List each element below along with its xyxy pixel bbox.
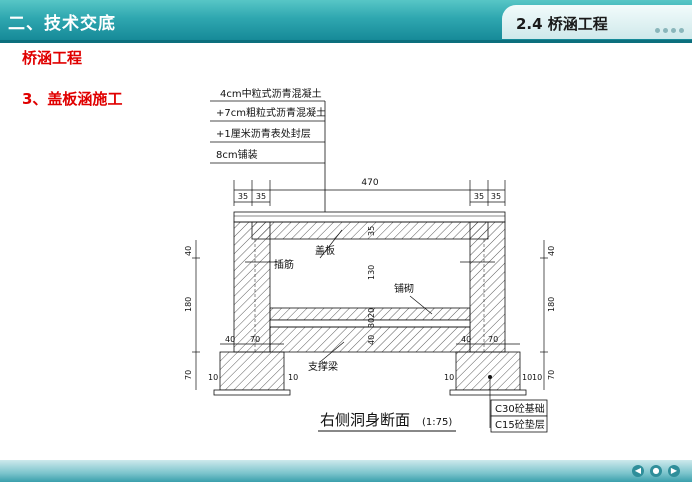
- diagram-scale: (1:75): [422, 417, 452, 428]
- section-title: 二、技术交底: [8, 14, 116, 34]
- svg-text:20: 20: [367, 308, 376, 318]
- layer-1-label: 4cm中粒式沥青混凝土: [220, 87, 322, 100]
- support-beam: [269, 326, 471, 353]
- svg-text:10: 10: [208, 373, 218, 382]
- step-title: 3、盖板涵施工: [22, 90, 123, 108]
- dots-decoration-icon: [652, 18, 684, 37]
- dowel-label: 插筋: [274, 258, 294, 271]
- svg-text:10: 10: [444, 373, 454, 382]
- right-foundation: [455, 351, 521, 391]
- prev-slide-icon[interactable]: ◀: [632, 465, 644, 477]
- chapter-title: 2.4 桥涵工程: [516, 15, 608, 33]
- svg-text:35: 35: [256, 192, 266, 201]
- svg-text:35: 35: [238, 192, 248, 201]
- road-surface-layer: [233, 211, 506, 223]
- svg-text:30: 30: [367, 318, 376, 328]
- diagram-caption: 右侧洞身断面: [320, 411, 410, 429]
- svg-text:70: 70: [547, 370, 556, 380]
- svg-text:70: 70: [184, 370, 193, 380]
- culvert-section-diagram: 4cm中粒式沥青混凝土 +7cm粗粒式沥青混凝土 +1厘米沥青表处封层 8cm铺…: [184, 87, 556, 433]
- dim-span-label: 470: [361, 178, 378, 188]
- layer-2-label: +7cm粗粒式沥青混凝土: [216, 106, 326, 119]
- material-c15-label: C15砼垫层: [495, 418, 545, 431]
- left-foundation: [219, 351, 285, 391]
- svg-text:40: 40: [225, 335, 235, 344]
- svg-text:180: 180: [184, 297, 193, 312]
- svg-text:35: 35: [367, 226, 376, 236]
- header-bar: 二、技术交底 2.4 桥涵工程: [0, 0, 692, 40]
- next-slide-icon[interactable]: ▶: [668, 465, 680, 477]
- page-subtitle: 桥涵工程: [22, 49, 83, 67]
- cover-slab-label: 盖板: [315, 244, 335, 257]
- svg-text:70: 70: [488, 335, 498, 344]
- right-abutment: [469, 221, 506, 353]
- svg-text:10: 10: [532, 373, 542, 382]
- svg-text:10: 10: [522, 373, 532, 382]
- svg-text:180: 180: [547, 297, 556, 312]
- paving-label: 铺砌: [394, 282, 414, 295]
- menu-icon[interactable]: ●: [650, 465, 662, 477]
- layer-4-label: 8cm铺装: [216, 148, 258, 161]
- svg-text:35: 35: [491, 192, 501, 201]
- chapter-tab: 2.4 桥涵工程: [502, 5, 692, 39]
- svg-text:40: 40: [367, 335, 376, 345]
- svg-text:40: 40: [547, 246, 556, 256]
- svg-text:10: 10: [288, 373, 298, 382]
- svg-text:70: 70: [250, 335, 260, 344]
- header-divider: [0, 40, 692, 43]
- left-abutment: [233, 221, 271, 353]
- svg-text:40: 40: [184, 246, 193, 256]
- layer-3-label: +1厘米沥青表处封层: [216, 127, 311, 140]
- svg-text:40: 40: [461, 335, 471, 344]
- material-c30-label: C30砼基础: [495, 402, 545, 415]
- support-beam-label: 支撑梁: [308, 360, 338, 373]
- footer-bar: ◀ ● ▶: [0, 460, 692, 482]
- svg-text:35: 35: [474, 192, 484, 201]
- svg-text:130: 130: [367, 265, 376, 280]
